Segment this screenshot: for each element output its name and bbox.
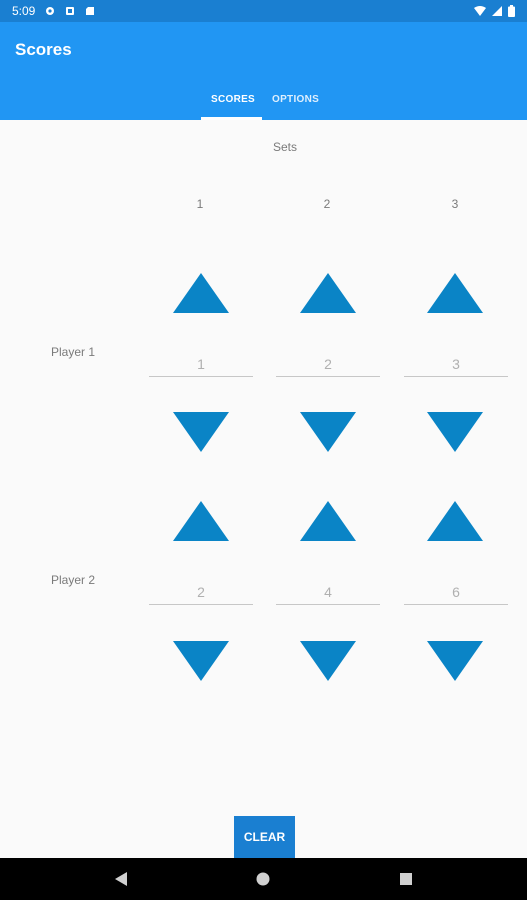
- player-2-set-1-decrement-button[interactable]: [171, 639, 231, 683]
- player-2-set-2-score[interactable]: [276, 580, 380, 605]
- sets-label: Sets: [273, 140, 298, 154]
- status-bar: 5:09: [0, 0, 527, 22]
- triangle-up-icon: [300, 273, 356, 313]
- status-time: 5:09: [12, 4, 36, 18]
- player-1-set-1-increment-button[interactable]: [171, 271, 231, 315]
- player-2-label: Player 2: [51, 573, 96, 587]
- player-2-set-3-score[interactable]: [404, 580, 508, 605]
- triangle-down-icon: [427, 641, 483, 681]
- player-1-set-2-score[interactable]: [276, 352, 380, 377]
- player-2-set-1-score[interactable]: [149, 580, 253, 605]
- set-number-1: 1: [196, 197, 204, 211]
- status-right: [474, 5, 515, 17]
- player-1-set-1-decrement-button[interactable]: [171, 410, 231, 454]
- recents-icon[interactable]: [397, 870, 415, 888]
- tab-scores[interactable]: SCORES: [211, 94, 256, 105]
- player-1-set-2-decrement-button[interactable]: [298, 410, 358, 454]
- tab-options[interactable]: OPTIONS: [272, 94, 320, 105]
- triangle-down-icon: [300, 412, 356, 452]
- app-title: Scores: [15, 40, 72, 59]
- player-1-set-2-increment-button[interactable]: [298, 271, 358, 315]
- player-1-set-3-score[interactable]: [404, 352, 508, 377]
- triangle-down-icon: [427, 412, 483, 452]
- set-number-2: 2: [323, 197, 331, 211]
- player-2-set-3-increment-button[interactable]: [425, 499, 485, 543]
- triangle-up-icon: [173, 501, 229, 541]
- clear-button[interactable]: CLEAR: [234, 816, 295, 858]
- player-2-set-2-increment-button[interactable]: [298, 499, 358, 543]
- wifi-icon: [474, 6, 486, 16]
- triangle-down-icon: [173, 412, 229, 452]
- app-bar: Scores SCORES OPTIONS: [0, 22, 527, 120]
- tab-indicator: [201, 117, 262, 120]
- home-icon[interactable]: [254, 870, 272, 888]
- triangle-up-icon: [427, 273, 483, 313]
- player-2-set-1-increment-button[interactable]: [171, 499, 231, 543]
- triangle-up-icon: [300, 501, 356, 541]
- back-icon[interactable]: [112, 870, 130, 888]
- triangle-down-icon: [173, 641, 229, 681]
- player-1-set-3-increment-button[interactable]: [425, 271, 485, 315]
- stop-icon: [66, 7, 75, 15]
- navigation-bar: [0, 858, 527, 900]
- battery-icon: [508, 5, 515, 17]
- triangle-up-icon: [173, 273, 229, 313]
- triangle-up-icon: [427, 501, 483, 541]
- player-1-set-3-decrement-button[interactable]: [425, 410, 485, 454]
- player-2-set-3-decrement-button[interactable]: [425, 639, 485, 683]
- player-1-label: Player 1: [51, 345, 96, 359]
- signal-icon: [492, 6, 502, 16]
- triangle-down-icon: [300, 641, 356, 681]
- set-number-3: 3: [451, 197, 459, 211]
- status-left: 5:09: [12, 4, 95, 18]
- player-2-set-2-decrement-button[interactable]: [298, 639, 358, 683]
- gear-icon: [46, 7, 55, 15]
- player-1-set-1-score[interactable]: [149, 352, 253, 377]
- sd-card-icon: [86, 7, 95, 15]
